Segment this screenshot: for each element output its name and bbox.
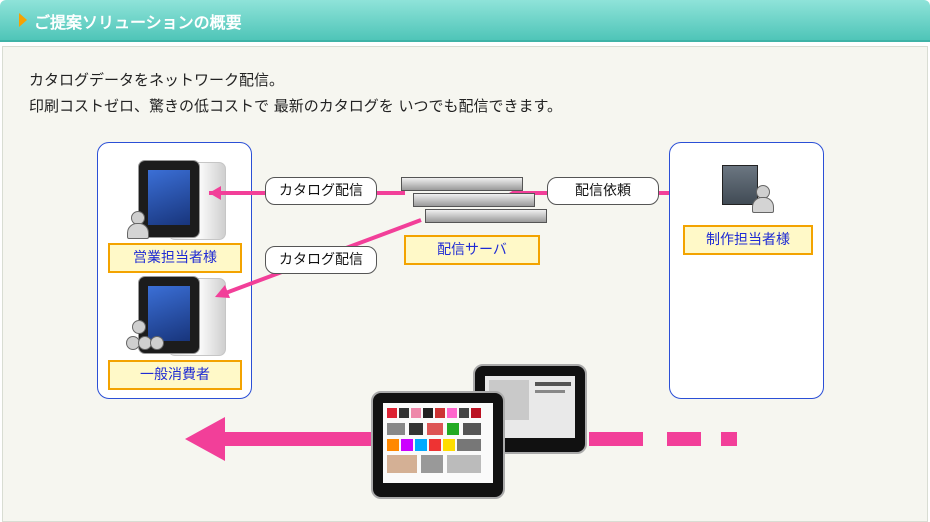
delivery-request-bubble: 配信依頼 [547, 177, 659, 205]
big-arrow-shaft [203, 432, 373, 446]
person-body-icon [127, 223, 149, 239]
header-arrow-icon [19, 13, 27, 27]
section-title: ご提案ソリューションの概要 [34, 13, 242, 32]
intro-line-2: 印刷コストゼロ、驚きの低コストで 最新のカタログを いつでも配信できます。 [29, 97, 563, 115]
server-icon [413, 193, 535, 207]
section-header: ご提案ソリューションの概要 [0, 0, 930, 42]
person-icon [132, 320, 146, 334]
recipient-group: 営業担当者様 一般消費者 [97, 142, 252, 399]
tablet-icon [138, 160, 200, 238]
catalog-delivery-bubble: カタログ配信 [265, 246, 377, 274]
arrow-head-upper [209, 186, 221, 200]
big-arrow-dash [721, 432, 737, 446]
intro-line-1: カタログデータをネットワーク配信。 [29, 71, 285, 89]
server-label: 配信サーバ [404, 235, 540, 265]
server-icon [401, 177, 523, 191]
arrow-head-lower [215, 285, 230, 298]
producer-label: 制作担当者様 [683, 225, 813, 255]
big-arrow-dash [589, 432, 643, 446]
big-arrow-head-icon [185, 417, 225, 461]
catalog-delivery-bubble: カタログ配信 [265, 177, 377, 205]
catalog-tablet-front [371, 391, 505, 499]
consumer-label: 一般消費者 [108, 360, 242, 390]
content-panel: カタログデータをネットワーク配信。 印刷コストゼロ、驚きの低コストで 最新のカタ… [2, 46, 928, 522]
server-icon [425, 209, 547, 223]
big-arrow-dash [667, 432, 701, 446]
producer-group: 制作担当者様 [669, 142, 824, 399]
building-icon [722, 165, 758, 205]
person-body-icon [752, 197, 774, 213]
person-icon [150, 336, 164, 350]
sales-staff-label: 営業担当者様 [108, 243, 242, 273]
